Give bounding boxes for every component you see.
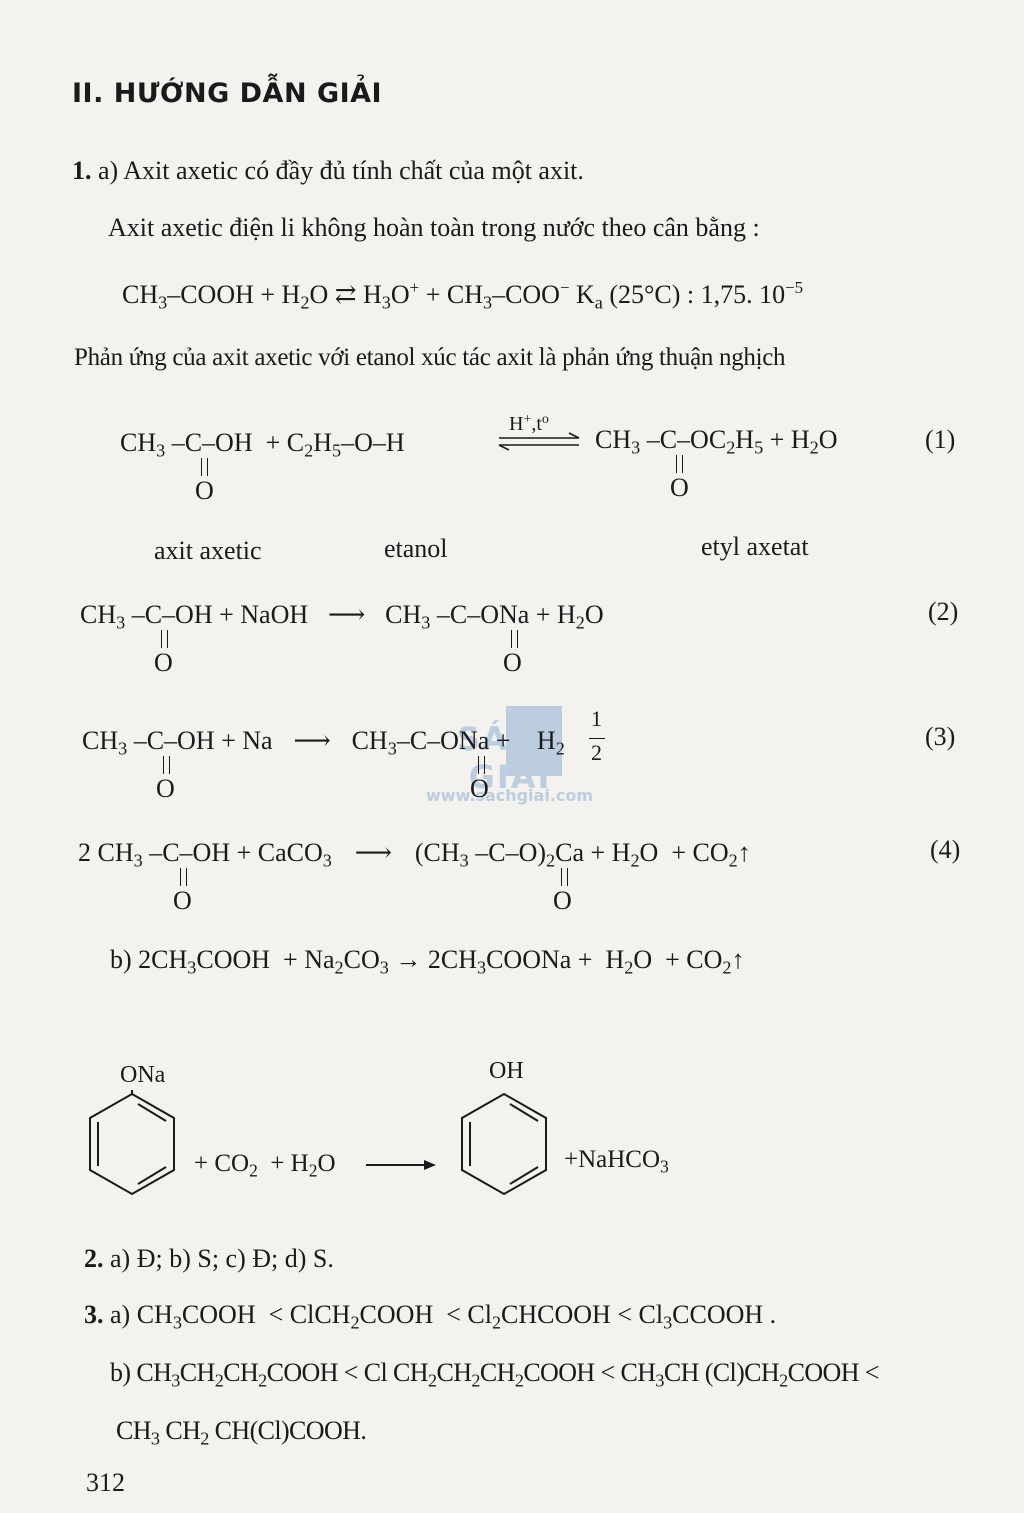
watermark-url: www.sachgiai.com <box>426 786 594 805</box>
q1-line-a: 1. a) Axit axetic có đầy đủ tính chất củ… <box>72 156 584 186</box>
section-heading: II. HƯỚNG DẪN GIẢI <box>72 78 383 109</box>
q2-number: 2. <box>84 1244 104 1273</box>
equation-label: (4) <box>930 835 961 864</box>
logo-mark <box>506 706 562 776</box>
q3-line-b-cont: CH3 CH2 CH(Cl)COOH. <box>116 1416 367 1449</box>
name-acetic-acid: axit axetic <box>154 536 262 565</box>
reversible-arrow-icon: H+,to <box>498 412 580 451</box>
q3-number: 3. <box>84 1300 104 1329</box>
equation-b: b) 2CH3COOH + Na2CO3 → 2CH3COONa + H2O +… <box>110 945 745 978</box>
page-number: 312 <box>86 1468 125 1497</box>
watermark-brand: SÁCH GIẢI <box>456 720 564 796</box>
reaction-arrow-icon <box>366 1160 436 1170</box>
svg-text:H+,to: H+,to <box>509 412 549 435</box>
q3-line-a: 3. a) CH3COOH < ClCH2COOH < Cl2CHCOOH < … <box>84 1300 777 1333</box>
q2-text: a) Đ; b) S; c) Đ; d) S. <box>110 1244 334 1273</box>
q1-number: 1. <box>72 156 92 185</box>
q1-a-text: a) Axit axetic có đầy đủ tính chất của m… <box>98 156 584 185</box>
q2-line: 2. a) Đ; b) S; c) Đ; d) S. <box>84 1244 334 1274</box>
name-ethanol: etanol <box>384 534 448 563</box>
equation-label: (2) <box>928 597 959 626</box>
q3-a-prefix: a) <box>110 1300 131 1329</box>
benzene-ring-icon <box>461 1092 547 1196</box>
ionization-equation: CH3–COOH + H2O ⇄ H3O+ + CH3–COO− Ka (25°… <box>122 277 804 313</box>
benzene-ring-icon <box>89 1090 175 1196</box>
q3-b-prefix: b) <box>110 1358 131 1387</box>
q1-b-prefix: b) <box>110 945 132 974</box>
name-ethyl-acetate: etyl axetat <box>701 532 809 561</box>
q1-ionization-text: Axit axetic điện li không hoàn toàn tron… <box>108 213 760 242</box>
watermark-logo: SÁCH GIẢI www.sachgiai.com <box>410 706 610 806</box>
equation-label: (3) <box>925 722 956 751</box>
q1-esterification-text: Phản ứng của axit axetic với etanol xúc … <box>74 344 786 371</box>
q3-line-b: b) CH3CH2CH2COOH < Cl CH2CH2CH2COOH < CH… <box>110 1358 879 1391</box>
equation-label: (1) <box>925 425 956 454</box>
